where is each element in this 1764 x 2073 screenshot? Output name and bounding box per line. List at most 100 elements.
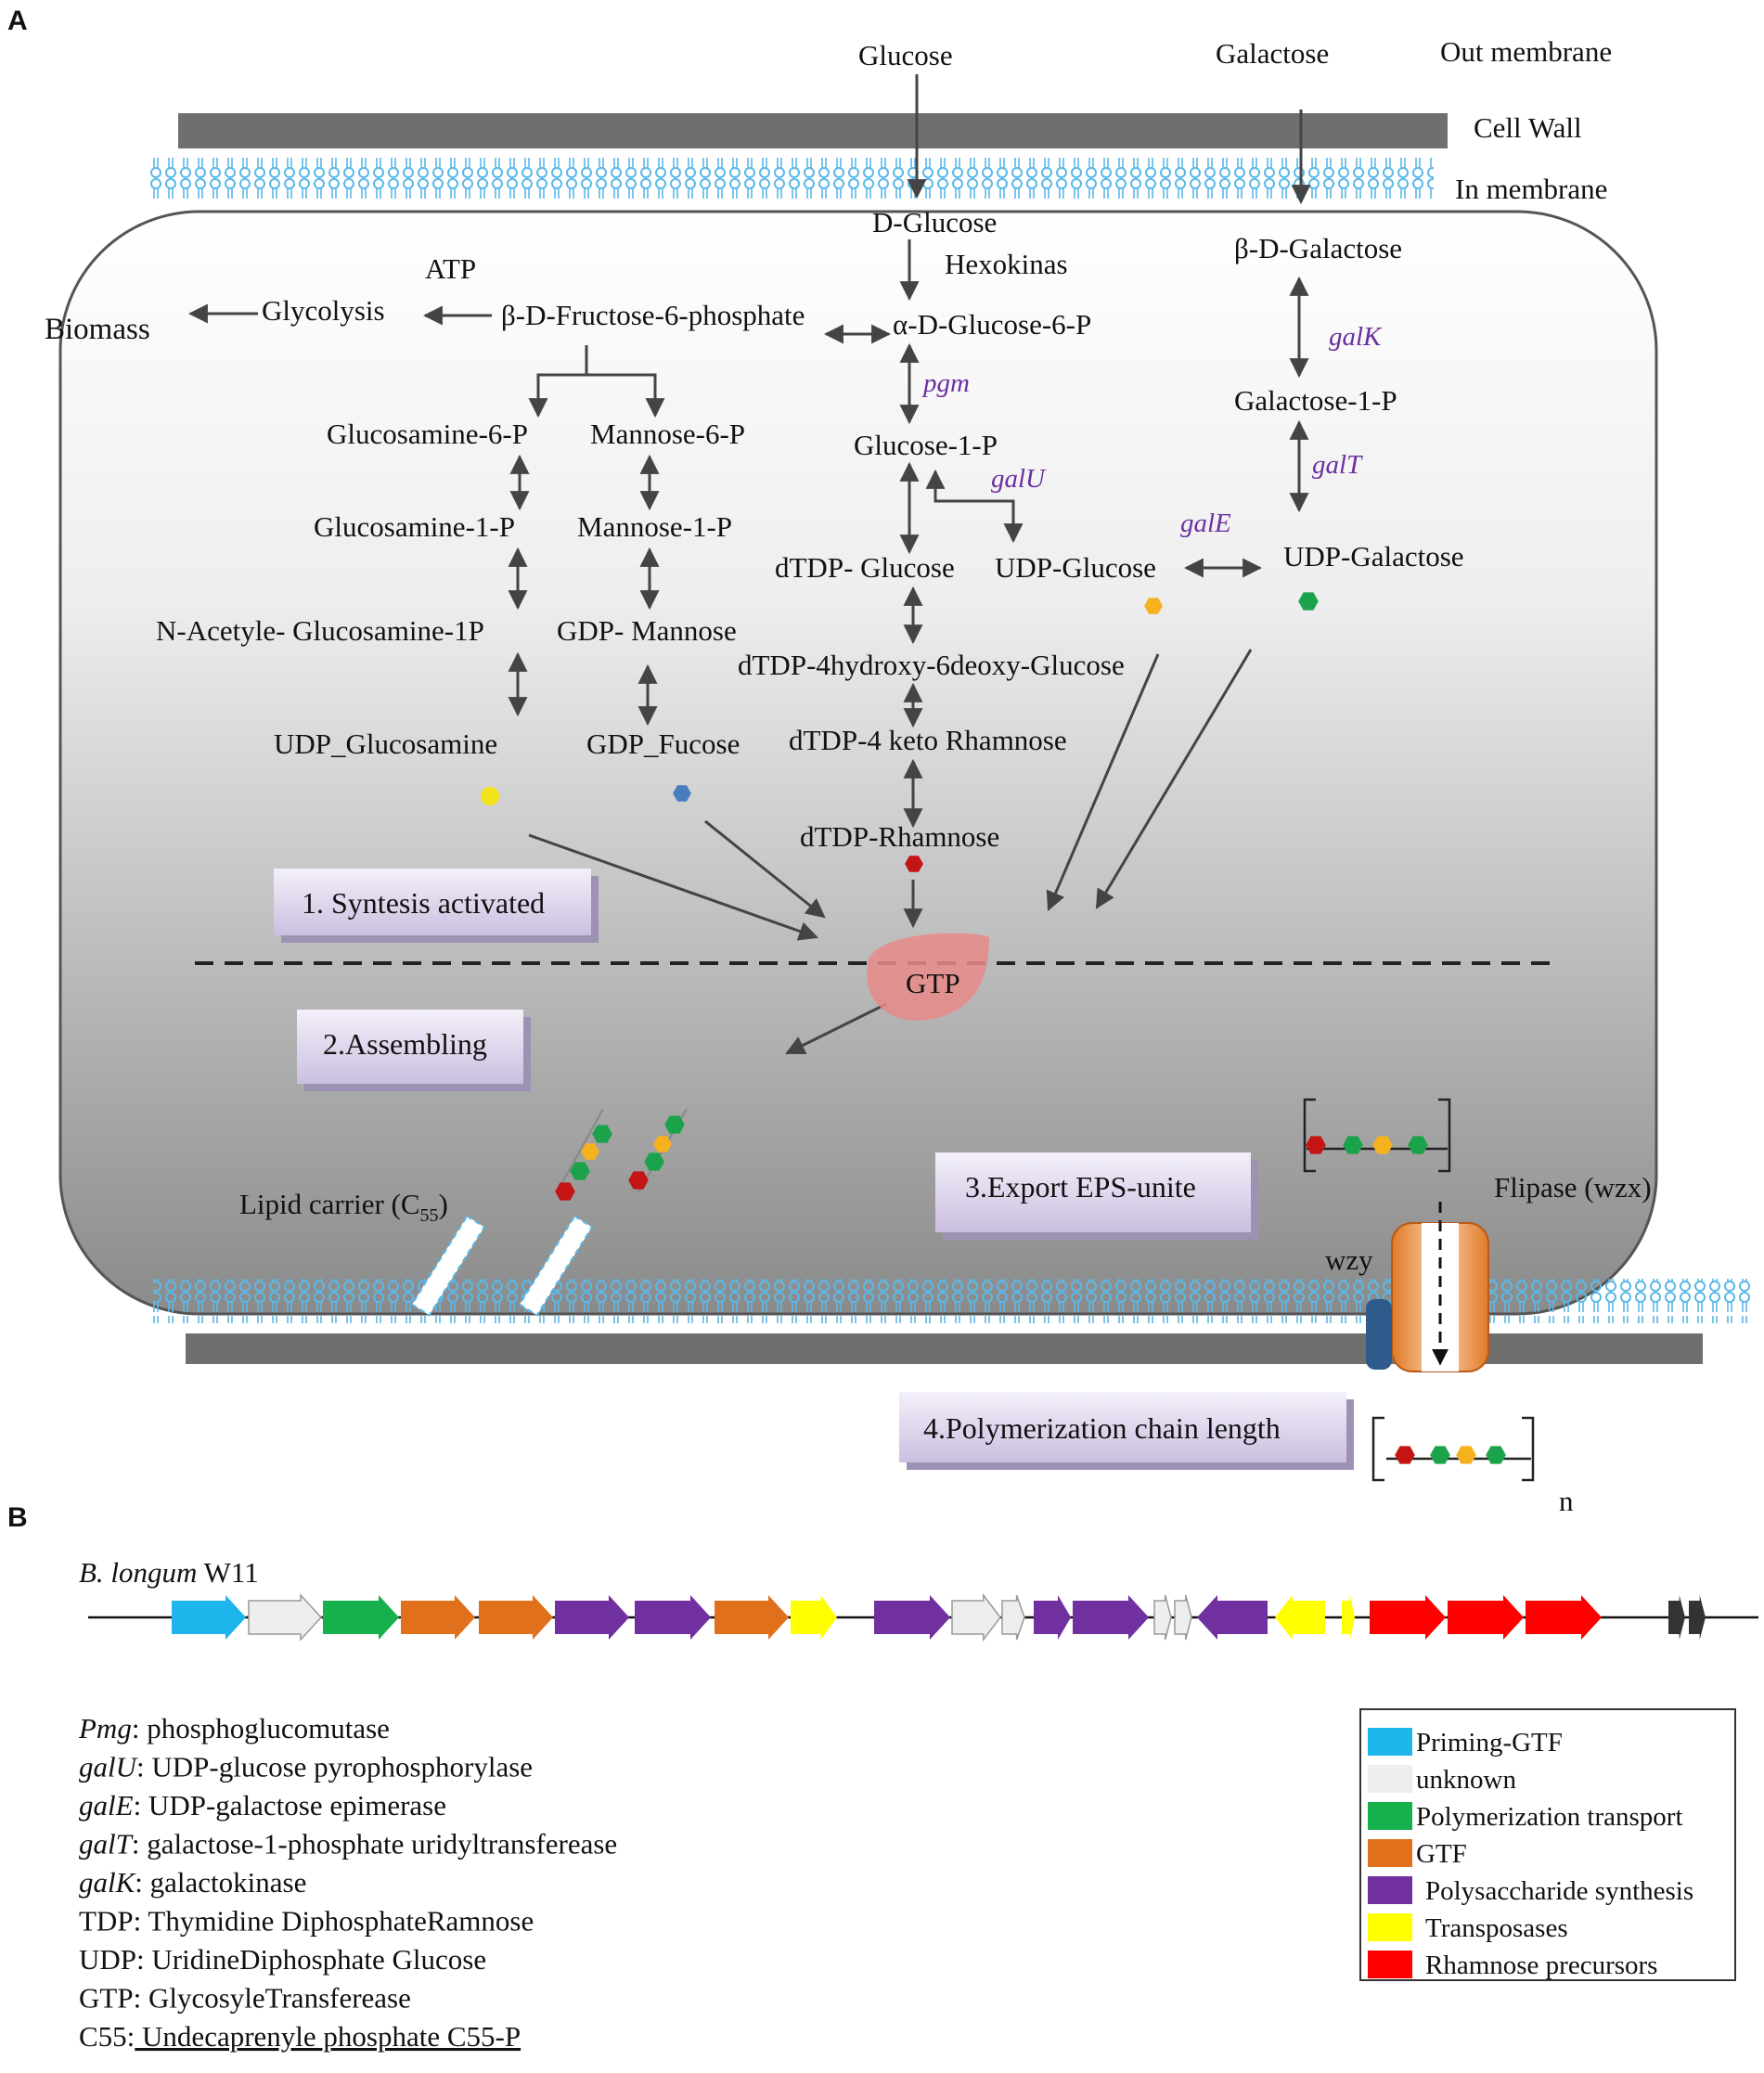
legend-swatch xyxy=(1368,1728,1412,1756)
legend-swatch xyxy=(1368,1765,1412,1793)
gene-arrow xyxy=(1034,1595,1071,1640)
step-4-box: 4.Polymerization chain length xyxy=(899,1392,1354,1470)
gene-arrow xyxy=(479,1595,553,1640)
n-acetyl-glucosamine-1p-label: N-Acetyle- Glucosamine-1P xyxy=(156,614,484,647)
gene-galu-label: galU xyxy=(991,464,1047,494)
panel-label-b: B xyxy=(7,1502,28,1533)
pathway-arrows xyxy=(187,239,1309,1055)
dtdp-glucose-label: dTDP- Glucose xyxy=(775,551,955,584)
organism-label: B. longum W11 xyxy=(79,1556,259,1589)
step-3-label: 3.Export EPS-unite xyxy=(965,1170,1196,1204)
gene-arrow xyxy=(1153,1594,1172,1641)
abbreviation-item: galU: UDP-glucose pyrophosphorylase xyxy=(79,1751,533,1783)
gene-legend-box xyxy=(1359,1708,1736,1981)
glucose-1p-label: Glucose-1-P xyxy=(854,429,998,461)
galactose-label: Galactose xyxy=(1216,37,1329,70)
gene-arrow xyxy=(1001,1594,1025,1641)
panel-label-a: A xyxy=(7,6,28,36)
glycolysis-label: Glycolysis xyxy=(262,294,385,327)
gene-arrow xyxy=(1689,1595,1706,1640)
legend-label: Priming-GTF xyxy=(1416,1728,1563,1758)
gdp-fucose-label: GDP_Fucose xyxy=(586,727,740,760)
inner-membrane-top xyxy=(148,156,1434,200)
gene-arrow xyxy=(1275,1595,1325,1640)
dtdp-4keto-label: dTDP-4 keto Rhamnose xyxy=(789,724,1067,756)
repeat-n-label: n xyxy=(1559,1485,1574,1517)
gene-arrow xyxy=(1197,1595,1268,1640)
gene-arrow xyxy=(1668,1595,1685,1640)
mannose-6p-label: Mannose-6-P xyxy=(590,418,745,450)
gene-arrow xyxy=(715,1595,789,1640)
lipid-carrier-2 xyxy=(518,1108,688,1317)
dtdp-rhamnose-label: dTDP-Rhamnose xyxy=(800,820,999,853)
step-2-box: 2.Assembling xyxy=(297,1010,531,1091)
gene-arrows xyxy=(172,1592,1706,1642)
eps-unit-cytoplasm xyxy=(1303,1098,1451,1173)
legend-label: Rhamnose precursors xyxy=(1425,1951,1657,1980)
step-1-label: 1. Syntesis activated xyxy=(302,886,545,920)
cell-wall-top xyxy=(178,113,1448,148)
gene-gale-label: galE xyxy=(1180,509,1231,538)
legend-swatch xyxy=(1368,1802,1412,1830)
abbreviation-item: TDP: Thymidine DiphosphateRamnose xyxy=(79,1905,534,1938)
gdp-mannose-label: GDP- Mannose xyxy=(557,614,737,647)
gene-pgm-label: pgm xyxy=(921,368,970,398)
flipase-label: Flipase (wzx) xyxy=(1494,1171,1652,1204)
gene-galt-label: galT xyxy=(1312,450,1363,480)
gene-arrow xyxy=(1370,1595,1446,1640)
wzy-protein xyxy=(1366,1299,1392,1370)
galactose-1p-label: Galactose-1-P xyxy=(1234,384,1397,417)
fructose-6p-label: β-D-Fructose-6-phosphate xyxy=(501,299,805,331)
step-2-label: 2.Assembling xyxy=(323,1027,487,1061)
legend-label: Transposases xyxy=(1425,1913,1568,1943)
abbreviation-item: C55: Undecaprenyle phosphate C55-P xyxy=(79,2020,521,2053)
dtdp-4hydroxy-label: dTDP-4hydroxy-6deoxy-Glucose xyxy=(738,649,1125,681)
legend-swatch xyxy=(1368,1913,1412,1941)
flipase-transporter xyxy=(1391,1202,1489,1372)
glucose-6p-label: α-D-Glucose-6-P xyxy=(893,308,1091,341)
lipid-carrier-1 xyxy=(410,1108,612,1317)
cell-wall-label: Cell Wall xyxy=(1474,111,1582,144)
gene-arrow xyxy=(791,1595,837,1640)
gene-arrow xyxy=(1342,1595,1355,1640)
gene-arrow xyxy=(1526,1595,1602,1640)
abbreviation-item: galE: UDP-galactose epimerase xyxy=(79,1789,446,1822)
wzy-label: wzy xyxy=(1325,1243,1373,1276)
step-4-label: 4.Polymerization chain length xyxy=(923,1411,1281,1445)
gene-arrow xyxy=(555,1595,629,1640)
d-glucose-label: D-Glucose xyxy=(872,206,997,238)
hexokinase-label: Hexokinas xyxy=(945,248,1068,280)
legend-swatch xyxy=(1368,1876,1412,1904)
lipid-carrier-label: Lipid carrier (C55) xyxy=(239,1188,448,1226)
legend-swatch xyxy=(1368,1839,1412,1867)
out-membrane-label: Out membrane xyxy=(1440,35,1612,68)
gene-arrow xyxy=(323,1595,399,1640)
gene-arrow xyxy=(248,1593,323,1642)
step-3-box: 3.Export EPS-unite xyxy=(935,1152,1258,1240)
gene-arrow xyxy=(951,1592,1001,1642)
gene-arrow xyxy=(1174,1594,1192,1641)
legend-swatch xyxy=(1368,1951,1412,1978)
mannose-1p-label: Mannose-1-P xyxy=(577,510,732,543)
abbreviation-item: GTP: GlycosyleTransferease xyxy=(79,1982,411,2015)
step-1-box: 1. Syntesis activated xyxy=(274,869,599,943)
legend-label: GTF xyxy=(1416,1839,1467,1869)
in-membrane-label: In membrane xyxy=(1455,173,1607,205)
udp-glucose-label: UDP-Glucose xyxy=(995,551,1156,584)
eps-polymer-chain xyxy=(1371,1416,1535,1482)
abbreviation-item: UDP: UridineDiphosphate Glucose xyxy=(79,1943,486,1976)
legend-label: Polysaccharide synthesis xyxy=(1425,1876,1693,1906)
biomass-label: Biomass xyxy=(45,313,150,346)
glucose-label: Glucose xyxy=(858,39,953,71)
glucosamine-1p-label: Glucosamine-1-P xyxy=(314,510,515,543)
gene-arrow xyxy=(1073,1595,1149,1640)
abbreviation-item: galT: galactose-1-phosphate uridyltransf… xyxy=(79,1828,617,1861)
glucosamine-6p-label: Glucosamine-6-P xyxy=(327,418,528,450)
legend-label: unknown xyxy=(1416,1765,1516,1795)
udp-glucosamine-label: UDP_Glucosamine xyxy=(274,727,497,760)
gtp-label: GTP xyxy=(906,967,960,999)
gene-arrow xyxy=(401,1595,475,1640)
gene-arrow xyxy=(635,1595,711,1640)
